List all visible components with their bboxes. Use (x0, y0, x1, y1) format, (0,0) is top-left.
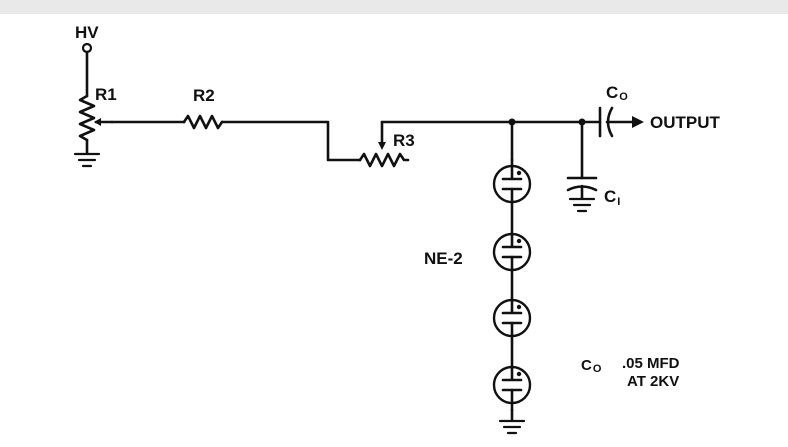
note-line2: AT 2KV (627, 373, 679, 390)
ne2-lamp (492, 298, 532, 338)
c0-capacitor (598, 106, 644, 138)
ne2-lamp-string (492, 120, 532, 412)
output-label: OUTPUT (650, 113, 721, 132)
c1-capacitor (566, 120, 598, 213)
note-c0-label: CO (581, 357, 602, 375)
c1-label: CI (604, 187, 620, 208)
c0-label: CO (606, 83, 628, 103)
lamp-ground-symbol (498, 408, 526, 435)
paper-top-strip (0, 0, 788, 14)
r3-potentiometer (358, 120, 410, 168)
hv-label: HV (75, 23, 99, 42)
r1-potentiometer (78, 94, 114, 155)
ne2-lamp (492, 164, 532, 204)
ne2-lamp (492, 365, 532, 405)
hv-terminal (81, 42, 93, 98)
r1-ground-symbol (73, 152, 101, 168)
r2-resistor (182, 114, 224, 130)
r1-label: R1 (95, 85, 117, 104)
r2-label: R2 (193, 86, 215, 105)
ne2-lamp (492, 232, 532, 272)
wire-r2-r3 (220, 120, 362, 162)
r3-label: R3 (393, 131, 415, 150)
ne2-label: NE-2 (424, 249, 463, 268)
note-line1: .05 MFD (622, 355, 680, 372)
